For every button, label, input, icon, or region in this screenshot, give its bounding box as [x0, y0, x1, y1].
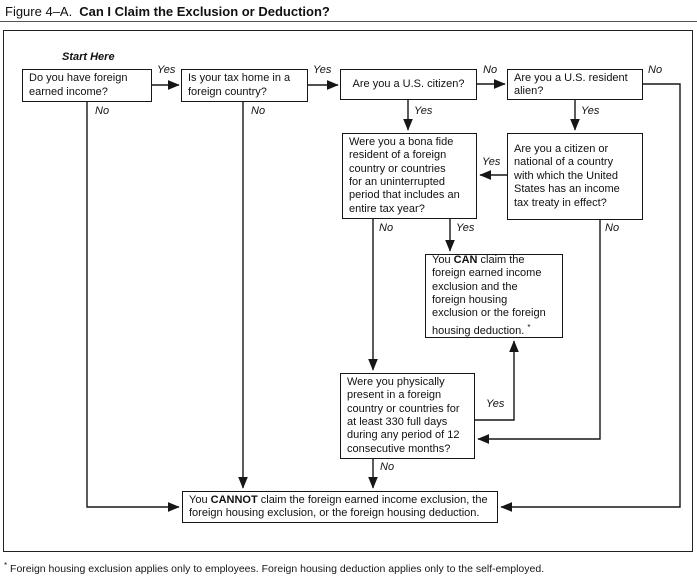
node-can-claim: You CAN claim the foreign earned income … — [425, 254, 563, 338]
figure-number: Figure 4–A. — [5, 4, 73, 19]
label-tax-home-no: No — [251, 105, 266, 117]
node-physical-presence: Were you physically present in a foreign… — [340, 373, 475, 459]
can-text-pre: You — [432, 253, 454, 266]
flowchart-frame — [3, 30, 693, 552]
node-resident-alien: Are you a U.S. resident alien? — [507, 69, 643, 100]
footnote-text: Foreign housing exclusion applies only t… — [7, 563, 545, 575]
can-claim-text: You CAN claim the foreign earned income … — [432, 254, 556, 338]
footnote-mark: * — [4, 561, 8, 570]
cannot-claim-text: You CANNOT claim the foreign earned inco… — [189, 494, 491, 521]
label-citizen-no: No — [483, 64, 498, 76]
title-divider — [0, 21, 697, 22]
figure-title-text: Can I Claim the Exclusion or Deduction? — [79, 4, 330, 19]
node-tax-home: Is your tax home in a foreign country? — [181, 69, 308, 102]
start-here-label: Start Here — [62, 51, 115, 63]
node-bona-fide: Were you a bona fide resident of a forei… — [342, 133, 477, 219]
label-bona-fide-yes: Yes — [456, 222, 475, 234]
node-citizen: Are you a U.S. citizen? — [340, 69, 477, 100]
label-physical-presence-yes: Yes — [486, 398, 505, 410]
can-footnote-mark: * — [527, 322, 531, 332]
can-text-bold: CAN — [453, 253, 478, 266]
label-treaty-no: No — [605, 222, 620, 234]
label-tax-home-yes: Yes — [313, 64, 332, 76]
label-bona-fide-no: No — [379, 222, 394, 234]
label-citizen-yes: Yes — [414, 105, 433, 117]
label-physical-presence-no: No — [380, 461, 395, 473]
label-treaty-yes: Yes — [482, 156, 501, 168]
label-resident-alien-no: No — [648, 64, 663, 76]
figure-title: Figure 4–A. Can I Claim the Exclusion or … — [5, 4, 330, 19]
can-text-post: claim the foreign earned income exclusio… — [432, 253, 546, 337]
cannot-text-pre: You — [189, 493, 211, 506]
cannot-text-post: claim the foreign earned income exclusio… — [189, 493, 488, 519]
node-treaty: Are you a citizen or national of a count… — [507, 133, 643, 220]
label-foreign-income-no: No — [95, 105, 110, 117]
label-resident-alien-yes: Yes — [581, 105, 600, 117]
node-cannot-claim: You CANNOT claim the foreign earned inco… — [182, 491, 498, 523]
footnote: * Foreign housing exclusion applies only… — [4, 561, 544, 575]
cannot-text-bold: CANNOT — [210, 493, 258, 506]
node-foreign-income: Do you have foreign earned income? — [22, 69, 152, 102]
label-foreign-income-yes: Yes — [157, 64, 176, 76]
